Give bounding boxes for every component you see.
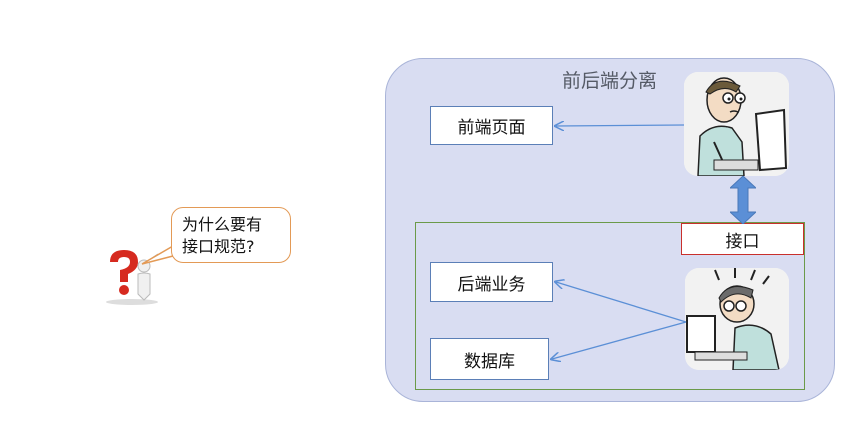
backend-container [415, 222, 805, 390]
developer-icon [684, 72, 789, 176]
double-arrow-icon [730, 176, 756, 224]
backend-business-box: 后端业务 [430, 262, 553, 302]
question-line-1: 为什么要有 [182, 215, 263, 234]
question-bubble: 为什么要有 接口规范? [171, 207, 291, 263]
frontend-page-box: 前端页面 [430, 106, 553, 145]
arrow-to-database [552, 321, 687, 359]
database-box: 数据库 [430, 338, 549, 380]
bubble-tail [141, 245, 174, 265]
frontend-developer-image [684, 72, 789, 176]
arrow-to-backend-business [556, 282, 687, 323]
backend-developer-image [685, 268, 789, 370]
diagram-title: 前后端分离 [562, 70, 658, 92]
interface-box: 接口 [681, 223, 804, 255]
developer-icon [685, 268, 789, 370]
question-line-2: 接口规范? [182, 237, 255, 256]
arrow-to-frontend-page [556, 125, 685, 126]
